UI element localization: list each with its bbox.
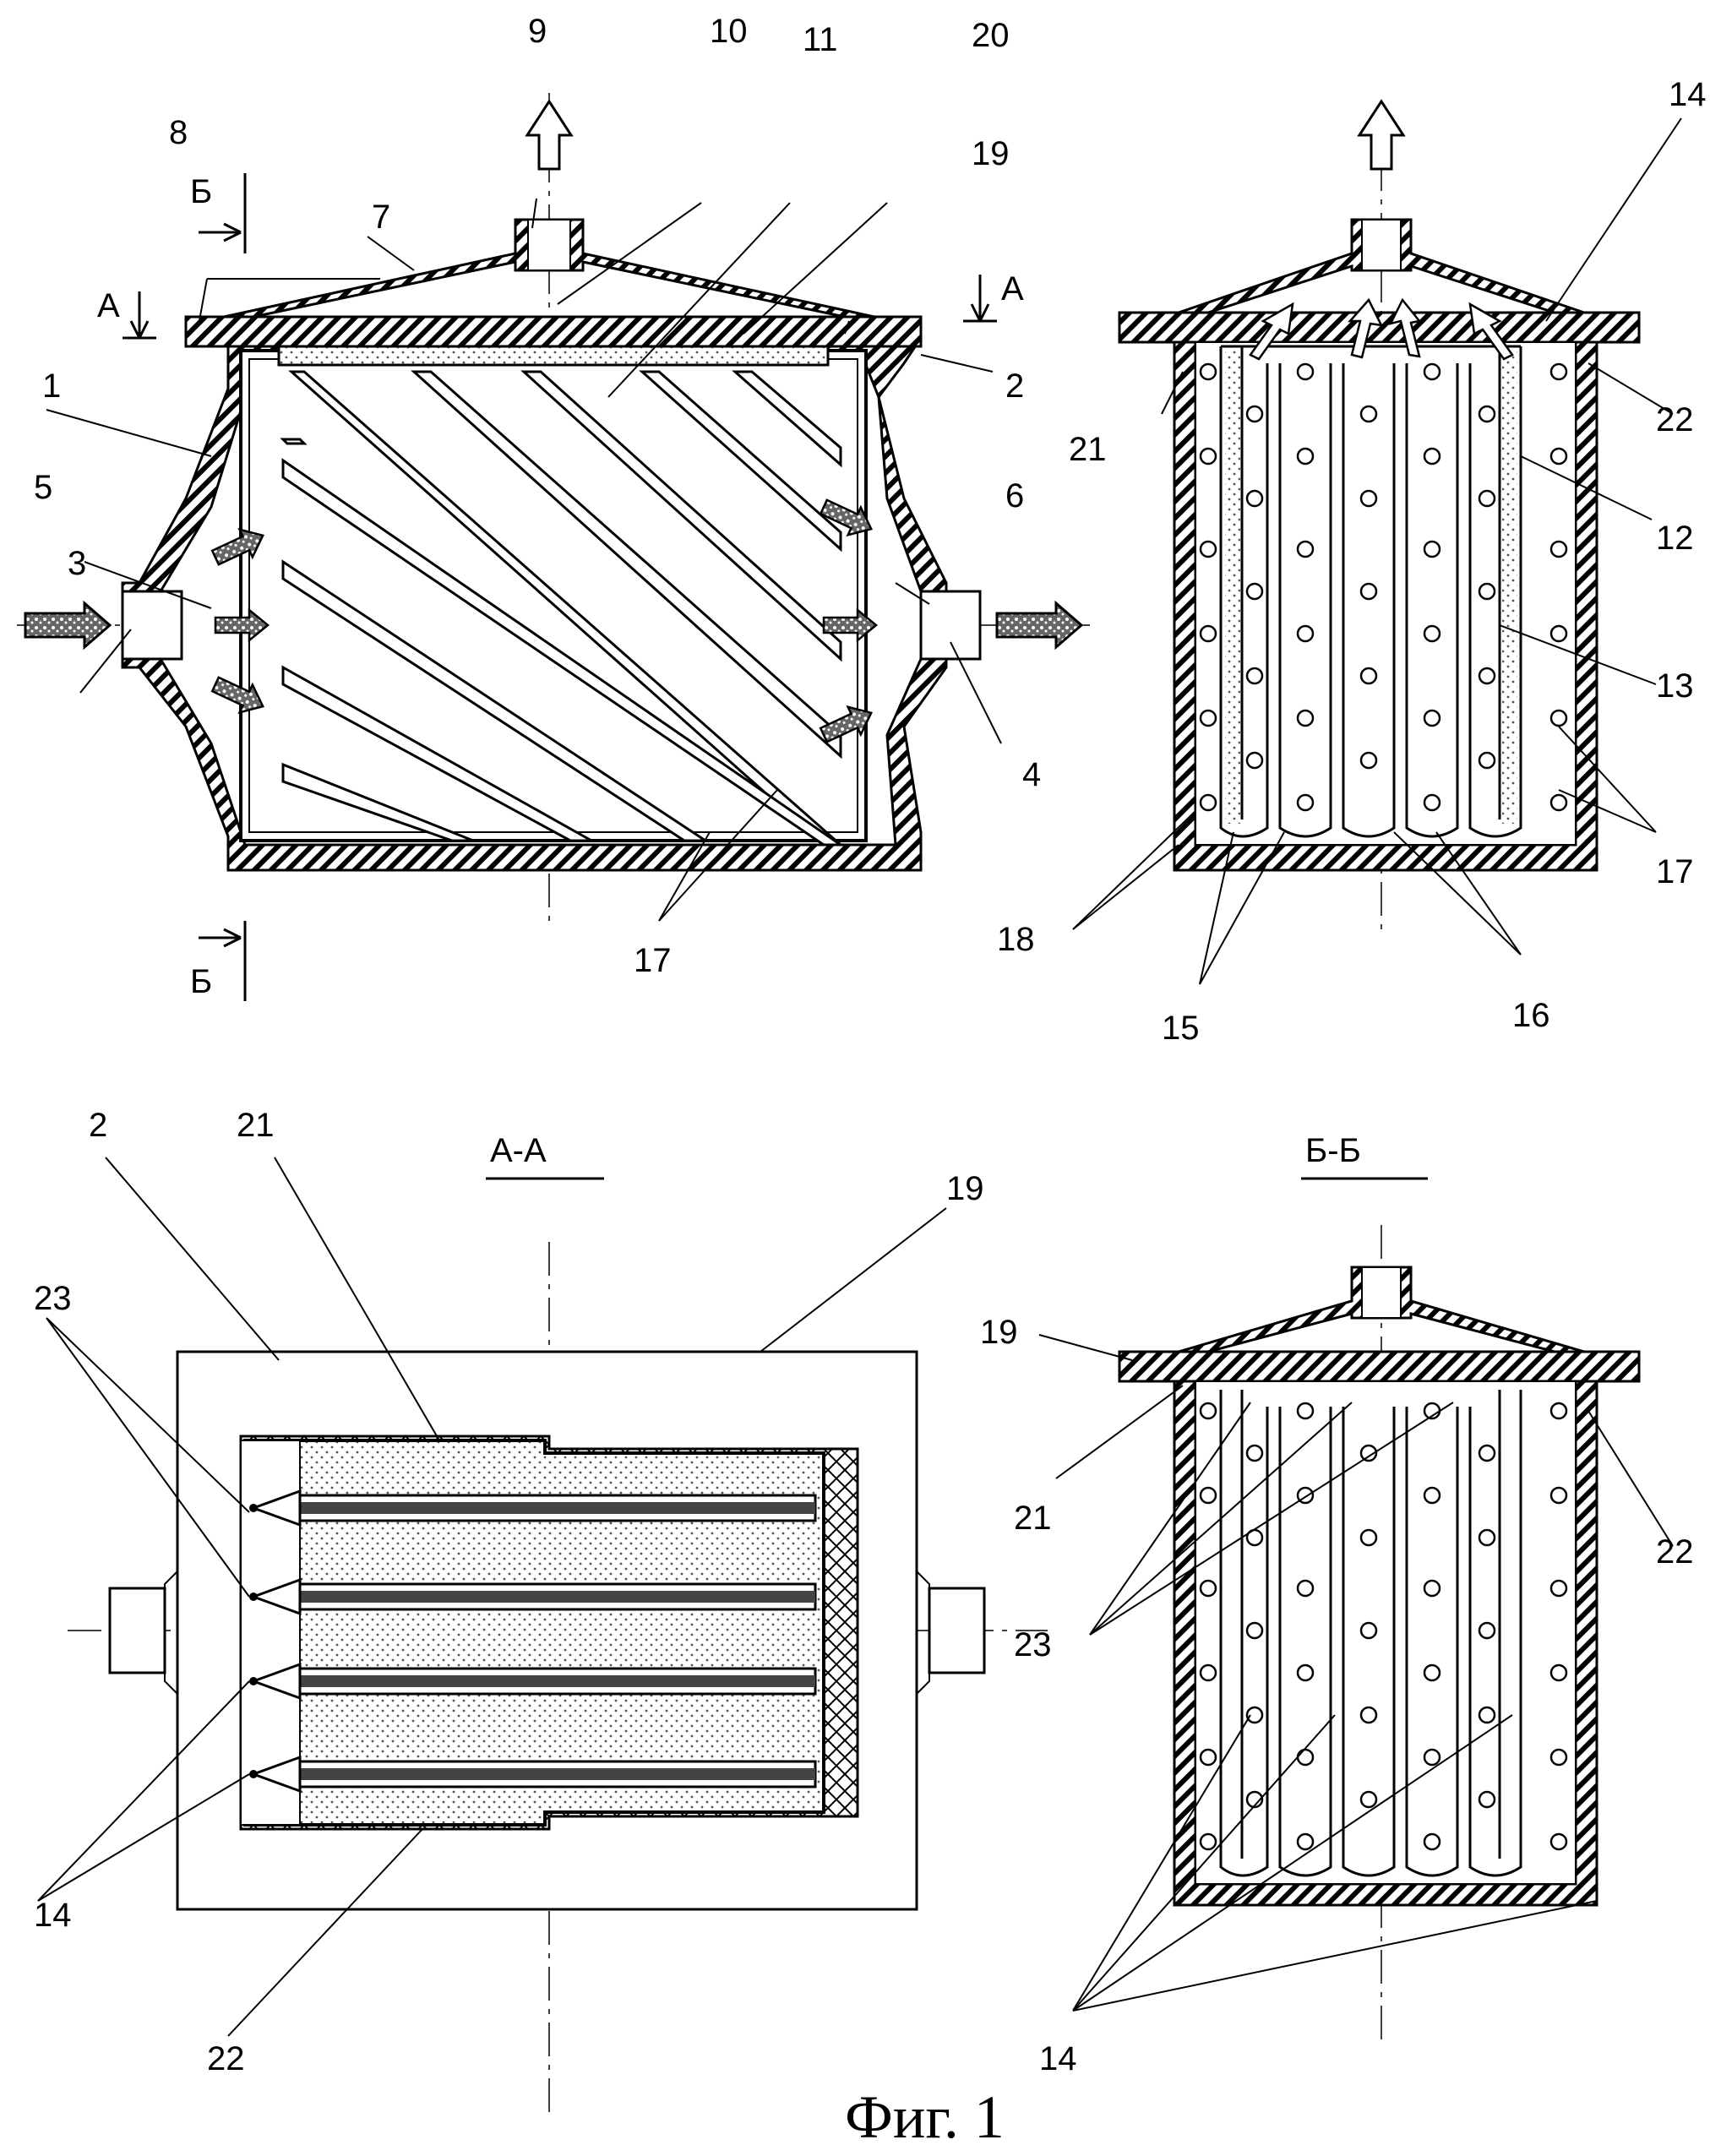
svg-text:А: А — [1001, 270, 1024, 308]
section-mark-a-left: А — [97, 287, 156, 338]
section-a-a-view: 2 14 19 21 22 23 — [34, 1107, 1048, 2112]
svg-text:22: 22 — [207, 2040, 245, 2077]
svg-text:1: 1 — [42, 368, 61, 405]
svg-text:17: 17 — [1656, 853, 1694, 890]
svg-text:14: 14 — [1669, 76, 1707, 113]
flange-plate — [186, 317, 921, 346]
svg-text:Б: Б — [190, 173, 212, 210]
svg-text:23: 23 — [1014, 1626, 1052, 1663]
svg-text:4: 4 — [1022, 756, 1041, 793]
svg-text:14: 14 — [34, 1897, 72, 1934]
svg-text:7: 7 — [372, 199, 390, 236]
svg-text:21: 21 — [1014, 1500, 1052, 1537]
section-title-aa: А-А — [490, 1132, 547, 1169]
figure-caption: Фиг. 1 — [845, 2083, 1005, 2151]
svg-text:3: 3 — [68, 545, 86, 582]
svg-text:8: 8 — [169, 114, 188, 151]
svg-text:16: 16 — [1512, 997, 1550, 1034]
section-mark-a-right: А — [963, 270, 1024, 321]
svg-text:13: 13 — [1656, 667, 1694, 705]
svg-text:6: 6 — [1005, 477, 1024, 514]
svg-text:19: 19 — [972, 135, 1010, 172]
section-title-bb: Б-Б — [1305, 1132, 1361, 1169]
svg-text:18: 18 — [997, 921, 1035, 958]
svg-text:19: 19 — [946, 1170, 984, 1207]
svg-text:2: 2 — [89, 1107, 107, 1144]
svg-text:Б: Б — [190, 963, 212, 1000]
svg-text:14: 14 — [1039, 2040, 1077, 2077]
svg-text:23: 23 — [34, 1280, 72, 1317]
section-b-b-view: 19 21 22 23 14 — [980, 1225, 1694, 2077]
svg-text:11: 11 — [803, 21, 838, 58]
svg-text:5: 5 — [34, 469, 52, 506]
svg-text:12: 12 — [1656, 520, 1694, 557]
inlet-arrow-icon — [25, 603, 110, 647]
side-view: 14 12 13 15 16 17 18 21 22 — [997, 76, 1707, 1047]
svg-text:22: 22 — [1656, 401, 1694, 438]
svg-text:А: А — [97, 287, 120, 324]
exhaust-arrow-icon — [527, 101, 571, 169]
svg-text:21: 21 — [1069, 431, 1107, 468]
svg-text:20: 20 — [972, 17, 1010, 54]
svg-text:21: 21 — [237, 1107, 275, 1144]
svg-text:17: 17 — [634, 942, 672, 979]
svg-text:2: 2 — [1005, 368, 1024, 405]
svg-text:15: 15 — [1162, 1010, 1200, 1047]
svg-text:19: 19 — [980, 1314, 1018, 1351]
section-mark-b-bottom: Б — [190, 921, 245, 1001]
svg-text:9: 9 — [528, 13, 547, 50]
front-view: А А Б Б — [17, 13, 1090, 1001]
outlet-arrow-icon — [997, 603, 1081, 647]
svg-text:10: 10 — [710, 13, 748, 50]
svg-text:22: 22 — [1656, 1533, 1694, 1571]
section-mark-b-top: Б — [190, 173, 245, 253]
